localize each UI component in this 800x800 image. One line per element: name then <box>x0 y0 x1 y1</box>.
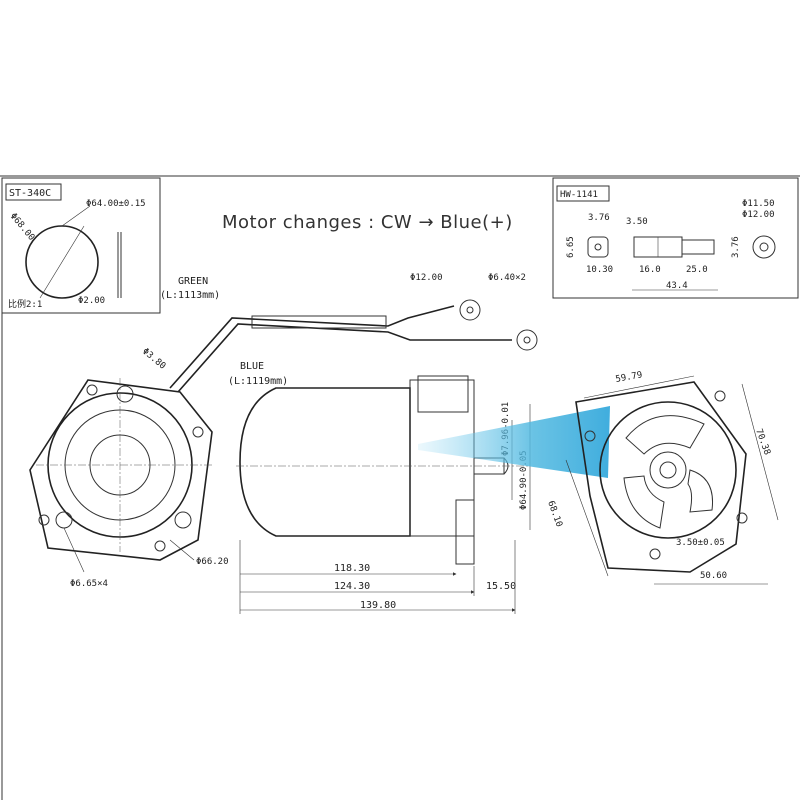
front-hole-1 <box>38 514 50 526</box>
st340c-label-box <box>5 183 62 201</box>
rear-hole-4 <box>714 390 726 402</box>
rear-d5979: 59.79 <box>615 370 643 385</box>
st340c-top-leader <box>61 205 91 227</box>
hw1141-label-text: HW-1141 <box>560 190 598 200</box>
hw1141-panel <box>552 177 799 299</box>
ring-terminal-2-hole <box>523 336 531 344</box>
st340c-label: ST-340C <box>9 188 51 199</box>
sleeve-1 <box>251 315 387 329</box>
side-can <box>239 387 411 537</box>
hw1141-connector-tip <box>681 239 715 255</box>
hw1141-d350: 3.50 <box>626 217 648 227</box>
front-screw-br <box>174 511 192 529</box>
st340c-ratio: 比例2:1 <box>8 298 42 310</box>
rear-d7038: 70.38 <box>753 428 772 457</box>
st340c-dia-line <box>39 225 85 299</box>
hw1141-d160: 16.0 <box>639 265 661 275</box>
st340c-dia-2: Φ2.00 <box>78 296 105 306</box>
wire-dia-380: Φ3.80 <box>140 347 167 372</box>
hw1141-end-inner <box>759 242 769 252</box>
front-hole: Φ6.65×4 <box>70 579 108 589</box>
rear-dim-left <box>565 459 609 577</box>
rear-hole-2 <box>736 512 748 524</box>
front-hole-3 <box>154 540 166 552</box>
rear-hub <box>649 451 687 489</box>
st340c-dia-outer: Φ64.00±0.15 <box>86 199 146 209</box>
rear-window <box>625 415 705 455</box>
rear-dim-top <box>583 375 695 399</box>
rear-body-outer <box>599 401 737 539</box>
page-title: Motor changes : CW → Blue(+) <box>222 212 513 233</box>
st340c-panel <box>1 177 161 314</box>
hw1141-terminal-a <box>587 236 609 258</box>
hw1141-d376b: 3.76 <box>731 236 741 258</box>
front-hole-leader <box>63 527 85 573</box>
st340c-dia-68: Φ68.00 <box>8 212 37 243</box>
side-len1: 118.30 <box>334 563 370 574</box>
wire-bundle <box>169 305 455 389</box>
front-pcd: Φ66.20 <box>196 557 229 567</box>
rear-d6810: 68.10 <box>545 500 564 529</box>
ring-terminal-1-hole <box>466 306 474 314</box>
wire-blue-len: (L:1119mm) <box>228 376 288 387</box>
side-len2: 124.30 <box>334 581 370 592</box>
hw1141-d1030: 10.30 <box>586 265 613 275</box>
rear-hole-1 <box>584 430 596 442</box>
front-flange <box>29 379 213 561</box>
front-hole-2 <box>192 426 204 438</box>
wire-blue-name: BLUE <box>240 361 264 372</box>
front-hole-4 <box>86 384 98 396</box>
side-boss <box>455 499 475 565</box>
side-connector <box>417 375 469 413</box>
front-screw-bl <box>55 511 73 529</box>
hw1141-d1200: Φ12.00 <box>742 210 775 220</box>
side-gearhead <box>409 379 475 537</box>
hw1141-label-box <box>556 185 610 202</box>
wire-ring-dia: Φ12.00 <box>410 273 443 283</box>
hw1141-d376a: 3.76 <box>588 213 610 223</box>
wire-bundle-2 <box>177 323 512 393</box>
side-total: 139.80 <box>360 600 396 611</box>
rear-hole-3 <box>649 548 661 560</box>
rear-flange <box>575 381 747 573</box>
wire-green-name: GREEN <box>178 276 208 287</box>
hw1141-d434: 43.4 <box>666 281 688 291</box>
hw1141-d1150: Φ11.50 <box>742 199 775 209</box>
front-pcd-leader <box>169 539 195 561</box>
ring-terminal-2 <box>516 329 538 351</box>
rear-window-2 <box>623 475 665 529</box>
rear-dim-right <box>741 383 779 521</box>
wire-hole-dia: Φ6.40×2 <box>488 273 526 283</box>
side-pilot-dia: Φ64.90-0.05 <box>519 450 529 510</box>
rear-d350: 3.50±0.05 <box>676 538 725 548</box>
ring-terminal-1 <box>459 299 481 321</box>
wire-green-len: (L:1113mm) <box>160 290 220 301</box>
hw1141-d250: 25.0 <box>686 265 708 275</box>
rear-d5060: 50.60 <box>700 571 727 581</box>
side-len3: 15.50 <box>486 581 516 592</box>
hw1141-terminal-a-hole <box>594 243 602 251</box>
rear-window-3 <box>687 469 714 513</box>
rear-hub-inner <box>659 461 677 479</box>
hw1141-end-outer <box>752 235 776 259</box>
front-screw-tl <box>116 385 134 403</box>
hw1141-d665: 6.65 <box>566 236 576 258</box>
highlight-beam <box>418 406 610 478</box>
